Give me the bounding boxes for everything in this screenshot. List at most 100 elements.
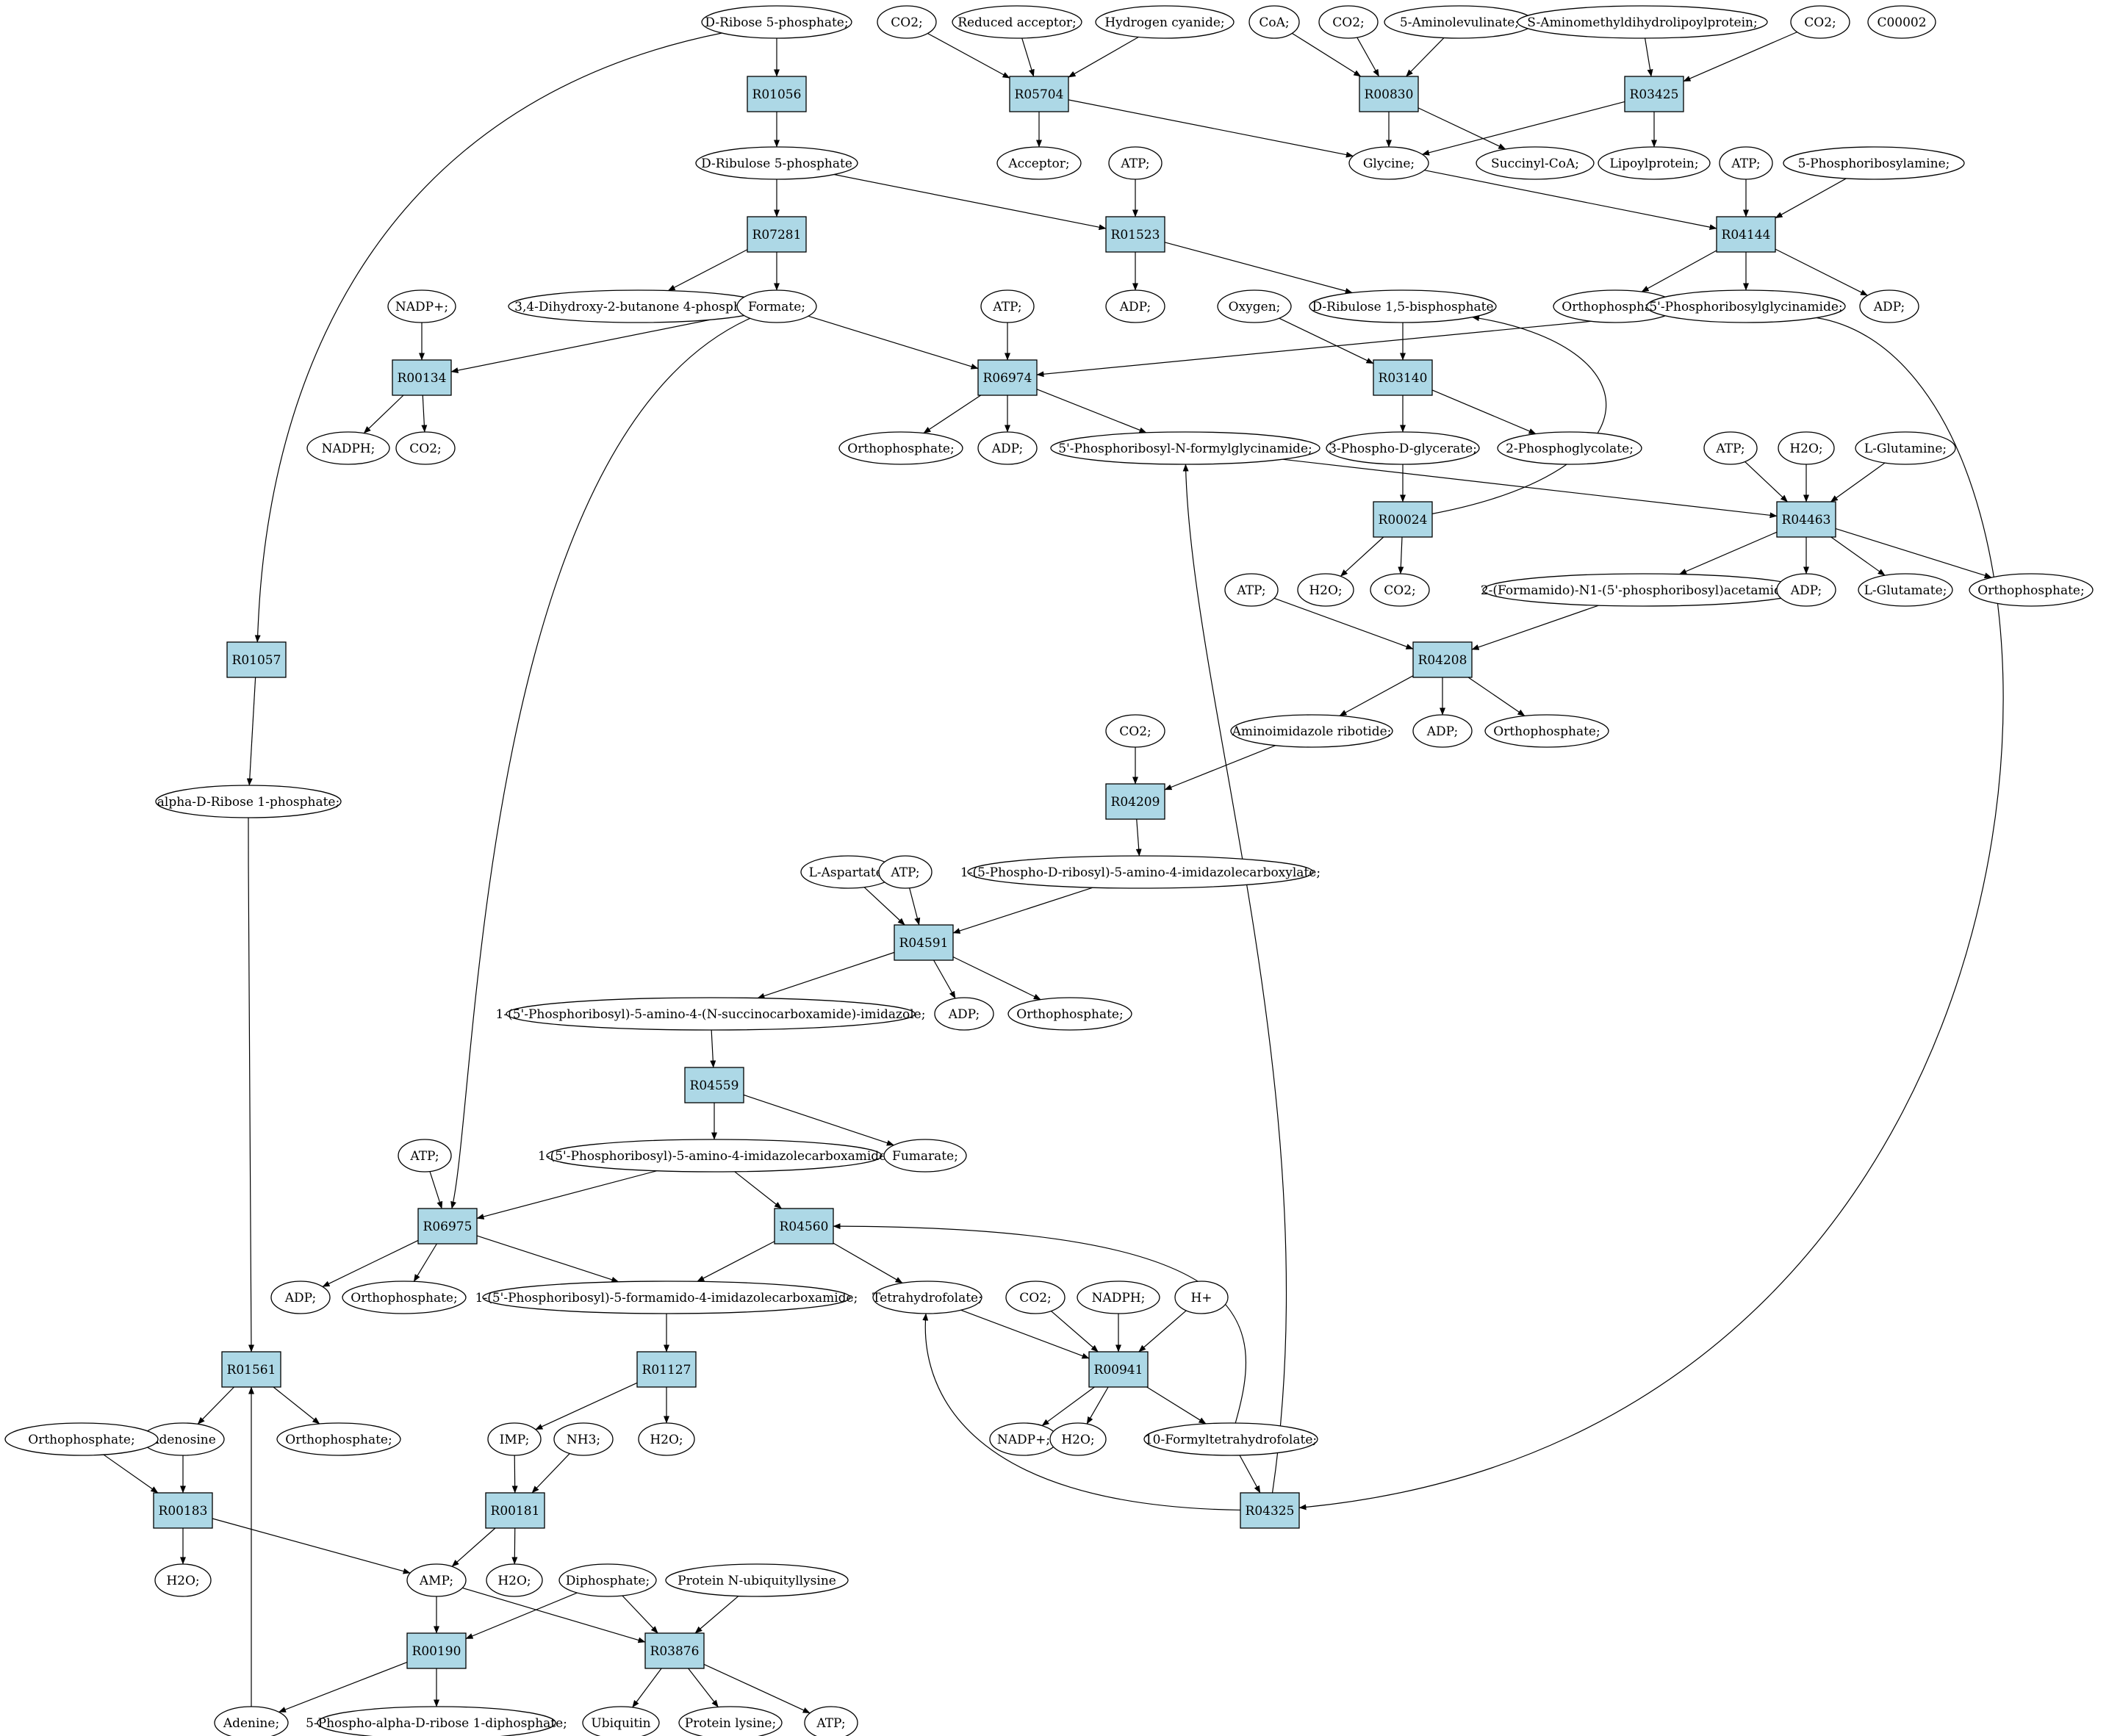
metabolite-node[interactable]: Protein lysine; <box>678 1706 783 1736</box>
metabolite-node[interactable]: Ubiquitin <box>582 1706 660 1736</box>
metabolite-node[interactable]: NADPH; <box>306 431 390 465</box>
metabolite-node[interactable]: Lipoylprotein; <box>1598 146 1711 180</box>
metabolite-node[interactable]: 5-Phospho-alpha-D-ribose 1-diphosphate; <box>306 1706 567 1736</box>
reaction-node[interactable]: R04591 <box>894 924 954 961</box>
metabolite-node[interactable]: Tetrahydrofolate; <box>872 1281 982 1314</box>
metabolite-node[interactable]: Glycine; <box>1348 146 1429 180</box>
metabolite-node[interactable]: ATP; <box>1703 431 1758 465</box>
metabolite-node[interactable]: CO2; <box>1318 5 1379 39</box>
metabolite-node[interactable]: L-Aspartate; <box>800 855 896 889</box>
reaction-node[interactable]: R00134 <box>392 359 452 396</box>
metabolite-node[interactable]: 1-(5'-Phosphoribosyl)-5-amino-4-imidazol… <box>538 1139 891 1173</box>
reaction-node[interactable]: R04144 <box>1716 216 1776 253</box>
metabolite-node[interactable]: 5-Phosphoribosylamine; <box>1783 146 1965 180</box>
metabolite-node[interactable]: Formate; <box>736 289 817 323</box>
metabolite-node[interactable]: Orthophosphate; <box>1553 289 1678 323</box>
metabolite-node[interactable]: CO2; <box>395 431 456 465</box>
metabolite-node[interactable]: Diphosphate; <box>558 1563 657 1597</box>
metabolite-node[interactable]: 5'-Phosphoribosylglycinamide; <box>1646 289 1846 323</box>
reaction-node[interactable]: R05704 <box>1009 76 1069 112</box>
metabolite-node[interactable]: ADP; <box>270 1281 331 1314</box>
metabolite-node[interactable]: 1-(5-Phospho-D-ribosyl)-5-amino-4-imidaz… <box>960 855 1320 889</box>
metabolite-node[interactable]: H2O; <box>486 1563 543 1597</box>
metabolite-node[interactable]: ATP; <box>398 1139 452 1173</box>
metabolite-node[interactable]: CO2; <box>877 5 937 39</box>
metabolite-node[interactable]: Aminoimidazole ribotide; <box>1230 714 1393 748</box>
reaction-node[interactable]: R00941 <box>1088 1351 1149 1388</box>
metabolite-node[interactable]: 3,4-Dihydroxy-2-butanone 4-phosphate <box>508 289 768 323</box>
metabolite-node[interactable]: H2O; <box>1297 573 1354 607</box>
metabolite-node[interactable]: H2O; <box>1778 431 1835 465</box>
reaction-node[interactable]: R03140 <box>1373 359 1433 396</box>
metabolite-node[interactable]: NH3; <box>553 1422 614 1456</box>
metabolite-node[interactable]: L-Glutamate; <box>1858 573 1953 607</box>
metabolite-node[interactable]: ATP; <box>1108 146 1163 180</box>
metabolite-node[interactable]: Acceptor; <box>996 146 1082 180</box>
metabolite-node[interactable]: H+ <box>1174 1281 1229 1314</box>
metabolite-node[interactable]: ATP; <box>1224 573 1279 607</box>
reaction-node[interactable]: R00183 <box>153 1492 213 1529</box>
metabolite-node[interactable]: 5-Aminolevulinate; <box>1384 5 1535 39</box>
metabolite-node[interactable]: Orthophosphate; <box>4 1422 159 1456</box>
reaction-node[interactable]: R06975 <box>417 1208 478 1245</box>
reaction-node[interactable]: R04463 <box>1776 501 1836 538</box>
reaction-node[interactable]: R07281 <box>747 216 807 253</box>
reaction-node[interactable]: R04560 <box>774 1208 834 1245</box>
metabolite-node[interactable]: Orthophosphate; <box>1484 714 1609 748</box>
metabolite-node[interactable]: alpha-D-Ribose 1-phosphate; <box>155 785 342 818</box>
metabolite-node[interactable]: 2-Phosphoglycolate; <box>1497 431 1642 465</box>
metabolite-node[interactable]: 1-(5'-Phosphoribosyl)-5-formamido-4-imid… <box>475 1281 858 1314</box>
metabolite-node[interactable]: ATP; <box>804 1706 858 1736</box>
metabolite-node[interactable]: Orthophosphate; <box>1969 573 2094 607</box>
metabolite-node[interactable]: NADP+; <box>387 289 456 323</box>
reaction-node[interactable]: R01523 <box>1105 216 1165 253</box>
metabolite-node[interactable]: ADP; <box>934 997 994 1031</box>
metabolite-node[interactable]: Oxygen; <box>1217 289 1292 323</box>
reaction-node[interactable]: R04209 <box>1105 783 1165 820</box>
metabolite-node[interactable]: Hydrogen cyanide; <box>1095 5 1235 39</box>
reaction-node[interactable]: R01127 <box>636 1351 697 1388</box>
metabolite-node[interactable]: H2O; <box>154 1563 212 1597</box>
metabolite-node[interactable]: L-Glutamine; <box>1855 431 1956 465</box>
metabolite-node[interactable]: ADP; <box>1776 573 1836 607</box>
metabolite-node[interactable]: ADP; <box>1412 714 1473 748</box>
metabolite-node[interactable]: Adenosine <box>141 1422 225 1456</box>
metabolite-node[interactable]: Protein N-ubiquityllysine <box>665 1563 849 1597</box>
metabolite-node[interactable]: 3-Phospho-D-glycerate; <box>1326 431 1480 465</box>
metabolite-node[interactable]: C00002 <box>1867 5 1936 39</box>
reaction-node[interactable]: R03876 <box>644 1632 705 1669</box>
metabolite-node[interactable]: CoA; <box>1248 5 1300 39</box>
reaction-node[interactable]: R00190 <box>406 1632 467 1669</box>
metabolite-node[interactable]: AMP; <box>406 1563 467 1597</box>
metabolite-node[interactable]: ATP; <box>1719 146 1773 180</box>
reaction-node[interactable]: R03425 <box>1624 76 1684 112</box>
metabolite-node[interactable]: ATP; <box>980 289 1035 323</box>
reaction-node[interactable]: R01057 <box>226 641 287 678</box>
reaction-node[interactable]: R00181 <box>485 1492 545 1529</box>
reaction-node[interactable]: R00830 <box>1359 76 1419 112</box>
metabolite-node[interactable]: Orthophosphate; <box>342 1281 467 1314</box>
metabolite-node[interactable]: Fumarate; <box>883 1139 967 1173</box>
metabolite-node[interactable]: Orthophosphate; <box>838 431 963 465</box>
metabolite-node[interactable]: D-Ribulose 5-phosphate <box>695 146 858 180</box>
metabolite-node[interactable]: D-Ribulose 1,5-bisphosphate <box>1309 289 1497 323</box>
reaction-node[interactable]: R06974 <box>977 359 1038 396</box>
metabolite-node[interactable]: Succinyl-CoA; <box>1476 146 1595 180</box>
metabolite-node[interactable]: D-Ribose 5-phosphate; <box>701 5 852 39</box>
metabolite-node[interactable]: Orthophosphate; <box>276 1422 401 1456</box>
metabolite-node[interactable]: 5'-Phosphoribosyl-N-formylglycinamide; <box>1050 431 1320 465</box>
metabolite-node[interactable]: H2O; <box>1049 1422 1107 1456</box>
reaction-node[interactable]: R01561 <box>221 1351 281 1388</box>
reaction-node[interactable]: R00024 <box>1373 501 1433 538</box>
metabolite-node[interactable]: NADP+; <box>989 1422 1058 1456</box>
metabolite-node[interactable]: CO2; <box>1370 573 1430 607</box>
metabolite-node[interactable]: S-Aminomethyldihydrolipoylprotein; <box>1517 5 1768 39</box>
metabolite-node[interactable]: ADP; <box>977 431 1038 465</box>
metabolite-node[interactable]: 1-(5'-Phosphoribosyl)-5-amino-4-(N-succi… <box>496 997 926 1031</box>
metabolite-node[interactable]: CO2; <box>1105 714 1165 748</box>
metabolite-node[interactable]: Reduced acceptor; <box>952 5 1082 39</box>
reaction-node[interactable]: R01056 <box>747 76 807 112</box>
metabolite-node[interactable]: CO2; <box>1005 1281 1066 1314</box>
metabolite-node[interactable]: 2-(Formamido)-N1-(5'-phosphoribosyl)acet… <box>1481 573 1805 607</box>
reaction-node[interactable]: R04325 <box>1240 1492 1300 1529</box>
